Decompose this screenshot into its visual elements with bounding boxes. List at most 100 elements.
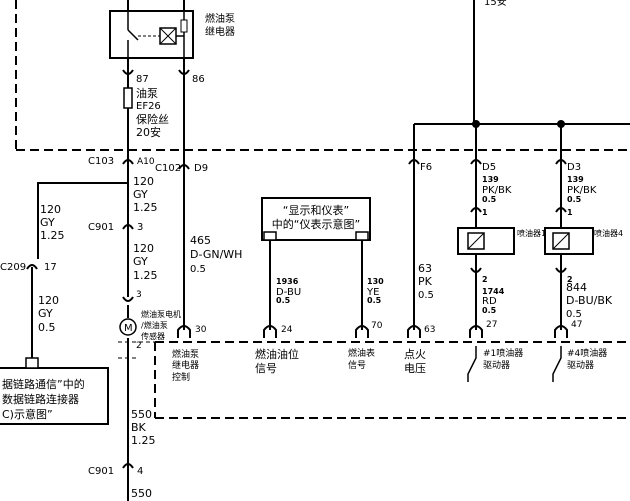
svg-text:M: M	[124, 323, 133, 334]
c901-upper-pin-label: 3	[137, 222, 143, 233]
datalink-ref-line1: 据链路通信”中的	[2, 377, 85, 391]
svg-text:47: 47	[571, 320, 582, 330]
svg-text:燃油油位: 燃油油位	[255, 347, 299, 361]
relay-pin86-label: 86	[192, 74, 205, 85]
injector1-name: 喷油器1	[517, 228, 546, 238]
c102-pin-label: D9	[194, 163, 208, 174]
svg-text:信号: 信号	[348, 359, 366, 371]
display-ref-line1: “显示和仪表”	[283, 203, 349, 217]
c103-pin-label: A10	[137, 157, 155, 167]
ecm-pin-47	[554, 325, 568, 338]
injector-1: 1 2 喷油器1	[457, 208, 546, 284]
svg-text:1936: 1936	[276, 277, 299, 286]
ecm-pin-24	[263, 325, 277, 338]
svg-text:465: 465	[190, 234, 211, 247]
splice-dot-1	[472, 120, 480, 128]
d5-label: D5	[482, 162, 496, 173]
pump-pin3-connector	[122, 296, 134, 302]
svg-text:0.5: 0.5	[38, 321, 56, 334]
fuse-rating: 20安	[136, 125, 161, 139]
svg-text:燃油表: 燃油表	[348, 347, 375, 359]
svg-text:1.25: 1.25	[40, 229, 65, 242]
pump-pin-top: 3	[136, 290, 142, 300]
c901-lower-label: C901	[88, 466, 114, 477]
svg-text:24: 24	[281, 325, 293, 335]
fuse-name-line1: 油泵	[136, 86, 158, 100]
datalink-ref-line2: 数据链路连接器	[2, 392, 79, 406]
fuel-pump-relay: 燃油泵 继电器	[109, 0, 235, 59]
wire-labels: 120 GY 1.25 120 GY 1.25 120 GY 1.25 120 …	[38, 175, 613, 500]
svg-text:驱动器: 驱动器	[483, 360, 510, 371]
top-right-fuse-rating: 15安	[484, 0, 507, 8]
ecm-pins	[177, 325, 568, 338]
ecm-pin-27	[469, 325, 483, 338]
svg-text:30: 30	[195, 325, 207, 335]
svg-text:信号: 信号	[255, 362, 277, 375]
svg-text:0.5: 0.5	[566, 309, 582, 320]
ecm-pin-30	[177, 325, 191, 338]
c102-label: C102	[155, 163, 181, 174]
svg-text:燃油泵: 燃油泵	[172, 348, 199, 360]
svg-text:63: 63	[418, 262, 432, 275]
svg-text:844: 844	[566, 281, 587, 294]
fuse-code: EF26	[136, 101, 161, 112]
svg-text:120: 120	[40, 203, 61, 216]
svg-text:RD: RD	[482, 296, 497, 307]
injector-4: 1 2 喷油器4	[544, 208, 623, 284]
svg-text:0.5: 0.5	[190, 264, 206, 275]
c209-label: C209	[0, 262, 26, 273]
svg-text:D-BU: D-BU	[276, 287, 301, 298]
svg-text:继电器: 继电器	[172, 359, 199, 371]
motor-icon	[119, 318, 137, 336]
svg-text:1.25: 1.25	[131, 434, 156, 447]
wires	[31, 58, 630, 501]
svg-text:550: 550	[131, 487, 152, 500]
svg-text:PK/BK: PK/BK	[482, 185, 512, 196]
injector-driver-switches	[467, 346, 562, 382]
svg-text:0.5: 0.5	[418, 290, 434, 301]
fuse-name-line2: 保险丝	[136, 112, 169, 126]
svg-text:27: 27	[486, 320, 497, 330]
svg-text:550: 550	[131, 408, 152, 421]
svg-text:70: 70	[371, 321, 383, 331]
svg-text:120: 120	[133, 175, 154, 188]
svg-text:0.5: 0.5	[367, 296, 382, 305]
pump-pin-bottom: 2	[136, 341, 142, 351]
datalink-reference-box: 据链路通信”中的 数据链路连接器 C)示意图”	[0, 357, 109, 425]
relay-switch	[127, 29, 139, 41]
c209-connector	[26, 264, 38, 270]
svg-text:PK: PK	[418, 275, 433, 288]
svg-text:GY: GY	[38, 307, 53, 320]
injector4-name: 喷油器4	[594, 228, 623, 238]
display-reference-box: “显示和仪表” 中的“仪表示意图”	[261, 197, 371, 241]
relay-name-line2: 继电器	[205, 25, 235, 38]
svg-text:YE: YE	[366, 287, 379, 298]
svg-text:GY: GY	[40, 216, 55, 229]
svg-text:1: 1	[482, 208, 488, 217]
ecm-function-labels: 燃油泵 继电器 控制 燃油油位 信号 燃油表 信号 点火 电压 #1喷油器 驱动…	[172, 347, 607, 383]
ecm-pin-numbers: 30 24 70 63 27 47	[195, 320, 582, 335]
d3-label: D3	[567, 162, 581, 173]
c901-upper-label: C901	[88, 222, 114, 233]
svg-text:1.25: 1.25	[133, 269, 158, 282]
pump-label-line3: 传感器	[141, 331, 165, 341]
svg-text:2: 2	[482, 275, 488, 284]
ecm-pin-70	[355, 325, 369, 338]
injector4-driver-icon	[552, 346, 562, 382]
fuse-icon	[123, 87, 133, 109]
svg-text:0.5: 0.5	[276, 296, 291, 305]
svg-text:130: 130	[367, 277, 384, 286]
svg-text:电压: 电压	[404, 362, 426, 375]
f6-label: F6	[420, 162, 432, 173]
svg-text:控制: 控制	[172, 371, 190, 383]
ecm-pin-63	[407, 325, 421, 338]
svg-text:63: 63	[424, 325, 435, 335]
svg-text:D-GN/WH: D-GN/WH	[190, 248, 242, 261]
relay-diode-icon	[180, 19, 188, 33]
c209-pin-label: 17	[44, 262, 57, 273]
relay-box	[109, 10, 194, 59]
injector1-driver-icon	[467, 346, 477, 382]
svg-text:PK/BK: PK/BK	[567, 185, 597, 196]
c209-branch-wire	[37, 182, 128, 259]
